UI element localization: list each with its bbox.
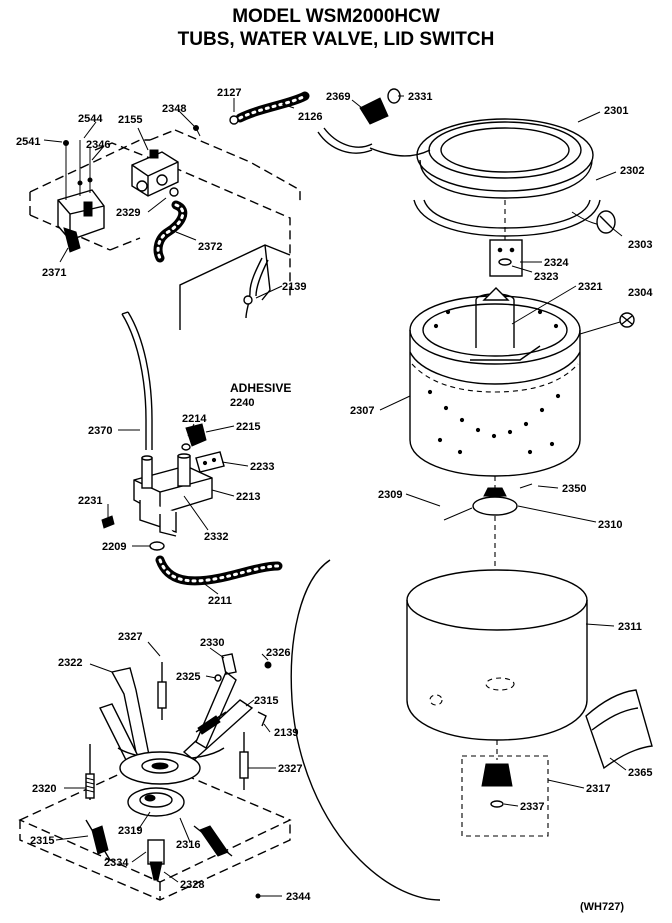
- label-2315-left: 2315: [30, 835, 54, 847]
- label-2327-top: 2327: [118, 631, 142, 643]
- label-2315-right: 2315: [254, 695, 278, 707]
- label-2303: 2303: [628, 239, 652, 251]
- air-dome-bracket: [133, 453, 213, 537]
- hub-2310: [443, 476, 533, 521]
- label-2301: 2301: [604, 105, 628, 117]
- springs: [85, 662, 249, 861]
- label-2327-bottom: 2327: [278, 763, 302, 775]
- title-model: MODEL WSM2000HCW: [232, 6, 440, 27]
- label-2240: 2240: [230, 397, 254, 409]
- cover-clip-2303: [596, 210, 616, 234]
- drawing-code: (WH727): [580, 901, 624, 913]
- label-2325: 2325: [176, 671, 200, 683]
- label-2320: 2320: [32, 783, 56, 795]
- lid-switch: [57, 140, 105, 253]
- fill-hose: [229, 91, 310, 125]
- label-2233: 2233: [250, 461, 274, 473]
- label-2126: 2126: [298, 111, 322, 123]
- label-2328: 2328: [180, 879, 204, 891]
- label-2139-top: 2139: [282, 281, 306, 293]
- label-2213: 2213: [236, 491, 260, 503]
- label-2365: 2365: [628, 767, 652, 779]
- drain-hose-2211: [149, 541, 283, 586]
- label-2326: 2326: [266, 647, 290, 659]
- label-2311: 2311: [618, 621, 642, 633]
- coupling-2324: [489, 200, 523, 277]
- title-section: TUBS, WATER VALVE, LID SWITCH: [178, 29, 495, 50]
- label-2348: 2348: [162, 103, 186, 115]
- retainer-clip: [195, 451, 225, 473]
- label-2323: 2323: [534, 271, 558, 283]
- label-2127: 2127: [217, 87, 241, 99]
- label-2319: 2319: [118, 825, 142, 837]
- tub-gasket-2302: [413, 199, 611, 237]
- label-2331: 2331: [408, 91, 432, 103]
- label-2321: 2321: [578, 281, 602, 293]
- basket-perforations: [427, 309, 561, 455]
- label-2324: 2324: [544, 257, 569, 269]
- water-valve: [131, 149, 179, 197]
- label-2139-bottom: 2139: [274, 727, 298, 739]
- label-2209: 2209: [102, 541, 126, 553]
- outer-tub-2311: [406, 516, 588, 741]
- adhesive-plug: [181, 423, 207, 451]
- label-2334: 2334: [104, 857, 129, 869]
- cabinet-outline-curve: [290, 559, 441, 901]
- label-2344: 2344: [286, 891, 311, 903]
- label-2370: 2370: [88, 425, 112, 437]
- screw-2231: [101, 515, 115, 529]
- label-2369: 2369: [326, 91, 350, 103]
- wire-harness: [243, 257, 269, 319]
- tub-cover-2301: [416, 118, 594, 199]
- label-2317: 2317: [586, 783, 610, 795]
- label-2371: 2371: [42, 267, 66, 279]
- label-2231: 2231: [78, 495, 102, 507]
- label-2307: 2307: [350, 405, 374, 417]
- label-2322: 2322: [58, 657, 82, 669]
- small-parts-bottom: [214, 653, 272, 899]
- base-hub: [127, 787, 185, 881]
- small-fasteners-top: [193, 125, 201, 137]
- label-2302: 2302: [620, 165, 644, 177]
- cover-panel-2365: [585, 689, 653, 770]
- air-tube: [121, 311, 153, 450]
- pump-2317: [461, 740, 549, 837]
- label-2316: 2316: [176, 839, 200, 851]
- label-2544: 2544: [78, 113, 103, 125]
- label-2310: 2310: [598, 519, 622, 531]
- base-frame: [18, 759, 292, 901]
- label-2346: 2346: [86, 139, 110, 151]
- adhesive-note: ADHESIVE: [230, 381, 291, 395]
- label-2214: 2214: [182, 413, 207, 425]
- label-2309: 2309: [378, 489, 402, 501]
- label-2350: 2350: [562, 483, 586, 495]
- label-2329: 2329: [116, 207, 140, 219]
- label-2541: 2541: [16, 136, 40, 148]
- label-2330: 2330: [200, 637, 224, 649]
- basket-2307: [409, 287, 581, 477]
- label-2211: 2211: [208, 595, 232, 607]
- label-2332: 2332: [204, 531, 228, 543]
- leader-lines: [43, 95, 627, 897]
- part-labels: 2541 2544 2346 2155 2348 2127 2126 2369 …: [16, 87, 653, 903]
- spout-2369: [317, 88, 431, 157]
- label-2337: 2337: [520, 801, 544, 813]
- label-2215: 2215: [236, 421, 260, 433]
- label-2155: 2155: [118, 114, 142, 126]
- bolt-2304: [579, 312, 635, 335]
- label-2304: 2304: [628, 287, 653, 299]
- tub-mount-ring: [119, 751, 201, 785]
- inlet-hose: [153, 200, 188, 263]
- label-2372: 2372: [198, 241, 222, 253]
